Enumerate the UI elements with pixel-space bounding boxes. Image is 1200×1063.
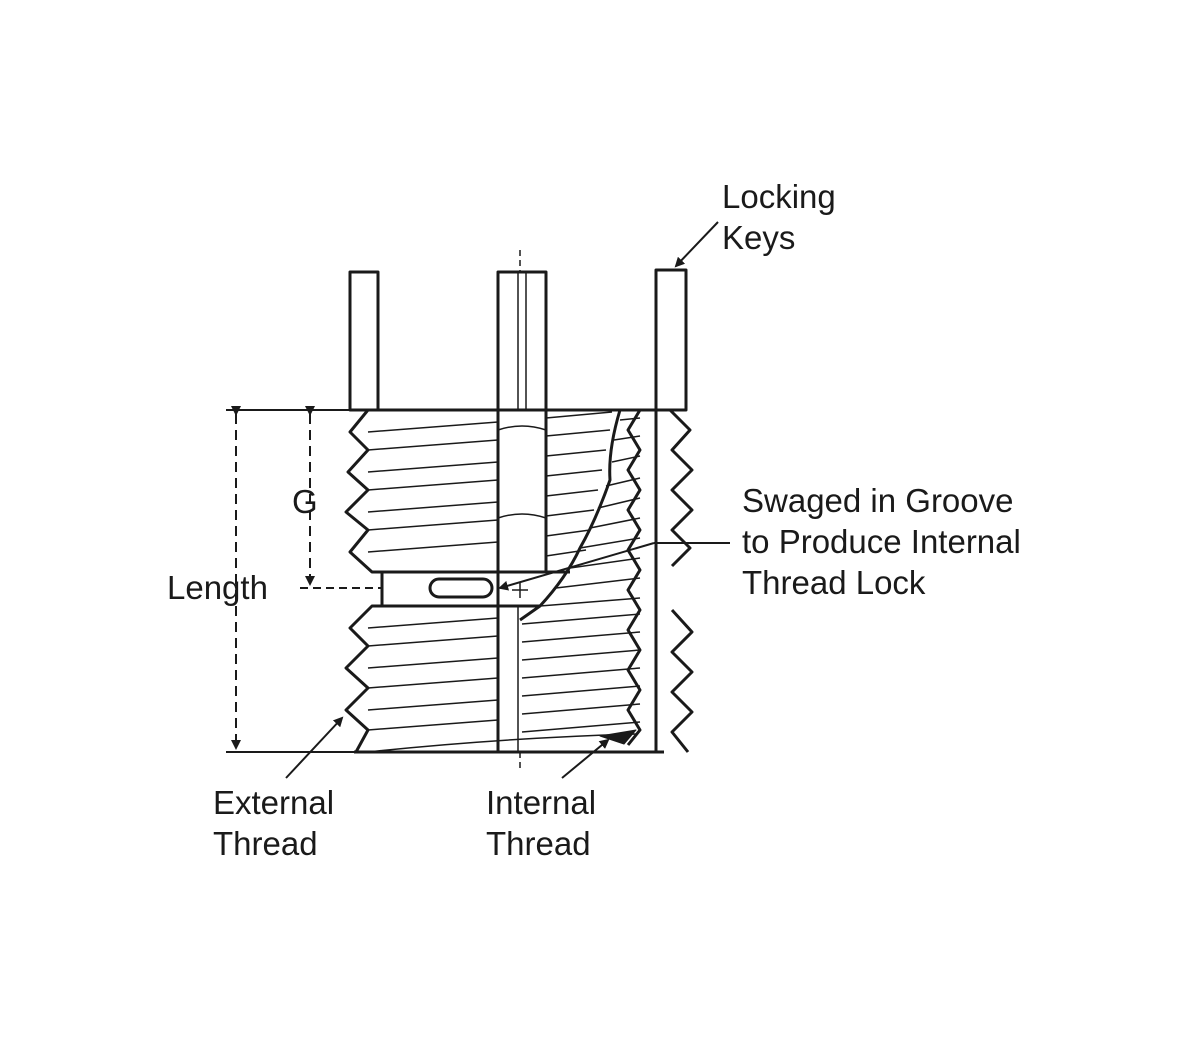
swaged-line-1: Swaged in Groove (742, 482, 1014, 519)
external-thread-line-1: External (213, 784, 335, 821)
locking-key-left (348, 270, 380, 412)
internal-thread-line-2: Thread (486, 825, 591, 862)
locking-keys-line-1: Locking (722, 178, 836, 215)
locking-keys-label: Locking Keys (722, 176, 836, 258)
swaged-label: Swaged in Groove to Produce Internal Thr… (742, 480, 1021, 603)
internal-thread-leader (561, 738, 610, 779)
internal-thread-label: Internal Thread (486, 782, 596, 864)
external-thread-label: External Thread (213, 782, 334, 864)
locking-keys-line-2: Keys (722, 219, 796, 256)
length-label: Length (167, 569, 268, 606)
external-thread-line-2: Thread (213, 825, 318, 862)
internal-thread-line-1: Internal (486, 784, 597, 821)
external-thread-left-upper (344, 409, 382, 574)
swaged-leader-2 (498, 542, 655, 591)
locking-key-right (654, 268, 688, 412)
internal-thread-profile (626, 409, 642, 746)
external-thread-leader (285, 716, 344, 779)
locking-key-center (496, 270, 548, 412)
swaged-line-3: Thread Lock (742, 564, 926, 601)
cutaway-boundary (519, 409, 622, 622)
g-label: G (292, 483, 318, 520)
swaged-line-2: to Produce Internal (742, 523, 1021, 560)
locking-keys-leader (674, 221, 719, 268)
external-thread-left-lower (344, 604, 382, 753)
swaged-slot (428, 577, 494, 599)
